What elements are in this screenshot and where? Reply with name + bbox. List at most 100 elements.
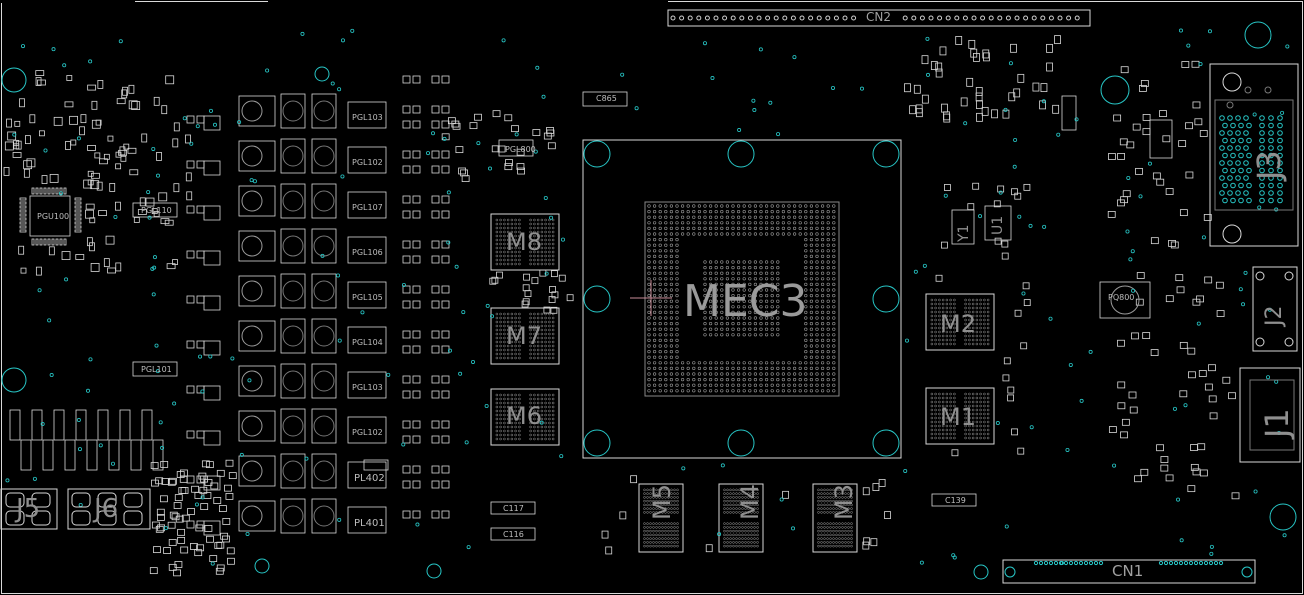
via	[12, 132, 17, 137]
gpu-ball	[748, 322, 752, 326]
memory-ball	[510, 316, 514, 320]
gpu-ball	[669, 299, 674, 303]
memory-ball	[544, 433, 547, 437]
smd-part	[203, 295, 221, 311]
memory-ball	[667, 499, 670, 503]
memory-ball	[533, 328, 536, 332]
memory-ball	[506, 234, 510, 238]
cn2-pin	[851, 15, 857, 21]
smd-part	[1190, 463, 1199, 471]
gpu-ball	[669, 344, 674, 348]
gpu-ball	[647, 305, 651, 309]
memory-ball	[945, 314, 949, 318]
gpu-ball	[692, 378, 696, 382]
via	[544, 271, 549, 276]
memory-ball	[983, 338, 986, 342]
memory-ball	[551, 328, 555, 332]
memory-ball	[544, 425, 547, 429]
via	[1013, 138, 1018, 143]
gpu-ball	[731, 232, 735, 236]
smd-part	[1190, 444, 1198, 451]
memory-ball	[649, 533, 652, 537]
gpu-ball	[759, 316, 763, 320]
gpu-ball	[692, 215, 696, 219]
memory-ball	[747, 511, 750, 514]
gpu-ball	[652, 327, 657, 331]
gpu-ball	[748, 327, 752, 331]
gpu-ball	[652, 204, 657, 208]
smd-part	[19, 201, 27, 205]
via	[559, 454, 564, 459]
j3-pin	[1238, 122, 1244, 129]
gpu-hole	[583, 140, 611, 168]
gpu-ball	[731, 204, 735, 208]
memory-ball	[506, 433, 510, 437]
memory-ball	[945, 428, 949, 432]
gpu-ball	[815, 310, 819, 315]
smd-part	[993, 200, 1001, 208]
gpu-ball	[647, 310, 651, 315]
memory-ball	[983, 404, 986, 408]
j6-pin	[71, 510, 91, 526]
memory-ball	[506, 246, 510, 250]
memory-ball	[514, 409, 517, 413]
memory-ball	[738, 499, 741, 503]
memory-ball	[510, 234, 514, 238]
gpu-ball	[753, 378, 758, 382]
memory-ball	[667, 488, 670, 492]
via	[1048, 316, 1053, 321]
memory-ball	[518, 250, 521, 254]
via	[118, 39, 123, 44]
memory-ball	[499, 348, 502, 352]
m7-label: M7	[506, 322, 542, 350]
gpu-ball	[753, 288, 758, 292]
memory-ball	[983, 392, 986, 396]
smd-part	[1117, 153, 1125, 160]
cn2-pin	[902, 15, 908, 21]
memory-ball	[835, 544, 838, 548]
memory-ball	[540, 226, 544, 230]
gpu-ball	[792, 226, 797, 230]
memory-ball	[548, 429, 551, 433]
memory-ball	[847, 533, 850, 537]
memory-ball	[664, 533, 667, 537]
j3-pin	[1259, 115, 1265, 121]
smd-part	[441, 210, 450, 219]
memory-ball	[930, 416, 934, 420]
memory-ball	[518, 328, 521, 332]
gpu-ball	[647, 221, 651, 225]
smd-part	[141, 133, 148, 143]
gpu-ball	[714, 288, 718, 292]
gpu-hole	[872, 140, 900, 168]
gpu-ball	[815, 383, 819, 387]
memory-ball	[548, 242, 551, 246]
smd-part	[160, 461, 169, 468]
gpu-ball	[714, 282, 718, 287]
gpu-ball	[759, 299, 763, 303]
gpu-ball	[647, 215, 651, 219]
via	[200, 495, 205, 500]
gpu-ball	[703, 361, 707, 365]
memory-ball	[983, 400, 986, 404]
smd-part	[118, 149, 127, 156]
smd-part	[431, 300, 440, 309]
memory-ball	[495, 258, 499, 262]
memory-ball	[518, 433, 521, 437]
smd-part	[1046, 43, 1053, 53]
memory-ball	[529, 409, 532, 413]
smd-part	[94, 152, 101, 159]
memory-ball	[744, 503, 747, 507]
j1-label: J1	[1258, 408, 1296, 438]
gpu-ball	[770, 299, 774, 303]
gpu-ball	[826, 350, 830, 354]
memory-ball	[548, 417, 551, 421]
memory-ball	[551, 409, 555, 413]
memory-ball	[747, 522, 750, 525]
smd-part	[412, 480, 421, 489]
smd-part	[49, 173, 59, 183]
smd-part	[1061, 95, 1077, 131]
gpu-ball	[753, 322, 758, 326]
j3-pin	[1235, 175, 1241, 181]
gpu-ball	[736, 327, 741, 331]
memory-ball	[934, 408, 937, 412]
